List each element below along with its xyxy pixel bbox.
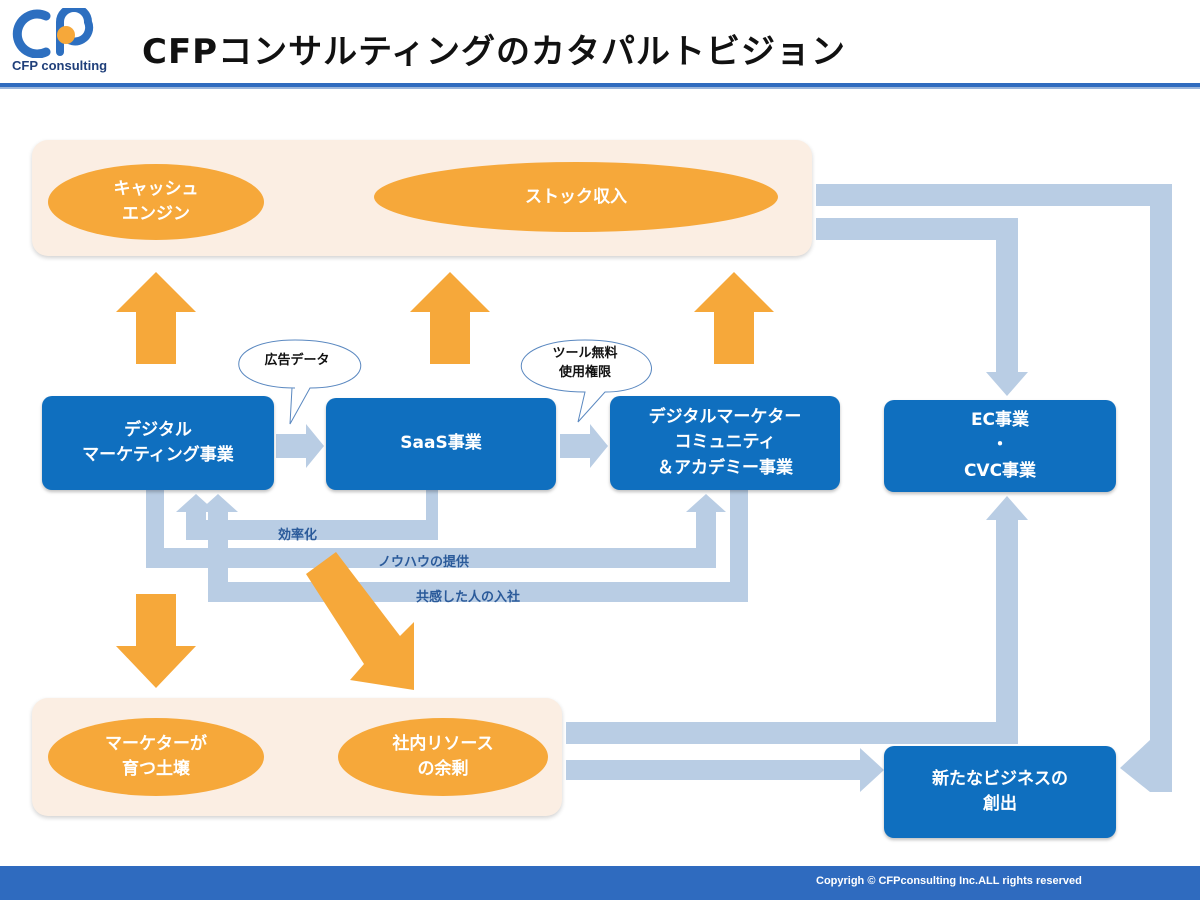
orange-up-arrow-2 <box>410 272 490 364</box>
new-business-box: 新たなビジネスの 創出 <box>884 746 1116 838</box>
copyright-text: Copyrigh © CFPconsulting Inc.ALL rights … <box>816 875 1082 887</box>
arrow-efficiency <box>176 490 438 540</box>
resource-surplus-oval: 社内リソース の余剰 <box>338 718 548 796</box>
marketer-soil-oval: マーケターが 育つ土壌 <box>48 718 264 796</box>
logo: CFP consulting <box>8 4 118 76</box>
header-divider <box>0 83 1200 87</box>
empathy-join-label: 共感した人の入社 <box>416 590 521 605</box>
arrow-dm-to-saas <box>276 424 324 468</box>
arrow-knowhow <box>146 490 726 568</box>
orange-arrows <box>116 272 774 690</box>
orange-down-arrow <box>116 594 196 688</box>
orange-up-arrow-3 <box>694 272 774 364</box>
cash-engine-oval: キャッシュ エンジン <box>48 164 264 240</box>
page-title: CFPコンサルティングのカタパルトビジョン <box>142 32 847 72</box>
knowhow-label: ノウハウの提供 <box>378 555 470 570</box>
saas-box: SaaS事業 <box>326 398 556 490</box>
orange-diagonal-arrow <box>306 552 414 690</box>
ec-cvc-box: EC事業 ・ CVC事業 <box>884 400 1116 492</box>
digital-marketing-box: デジタル マーケティング事業 <box>42 396 274 490</box>
logo-mark-icon <box>12 4 94 59</box>
arrow-saas-to-community <box>560 424 608 468</box>
stock-income-oval: ストック収入 <box>374 162 778 232</box>
ad-data-bubble <box>238 339 362 425</box>
tool-free-label: ツール無料 使用権限 <box>552 346 618 380</box>
orange-up-arrow-1 <box>116 272 196 364</box>
header-divider-shadow <box>0 87 1200 89</box>
light-blue-arrows <box>146 184 1172 792</box>
community-box: デジタルマーケター コミュニティ ＆アカデミー事業 <box>610 396 840 490</box>
ad-data-label: 広告データ <box>264 353 330 368</box>
efficiency-label: 効率化 <box>278 528 318 543</box>
arrow-bottomband-to-newbusiness <box>566 748 884 792</box>
tool-free-bubble <box>521 339 652 423</box>
arrow-topband-to-ec <box>816 218 1018 372</box>
arrow-empathy <box>198 490 748 602</box>
footer-bar <box>0 866 1200 900</box>
logo-text: CFP consulting <box>12 58 108 73</box>
callout-bubbles <box>238 339 652 425</box>
